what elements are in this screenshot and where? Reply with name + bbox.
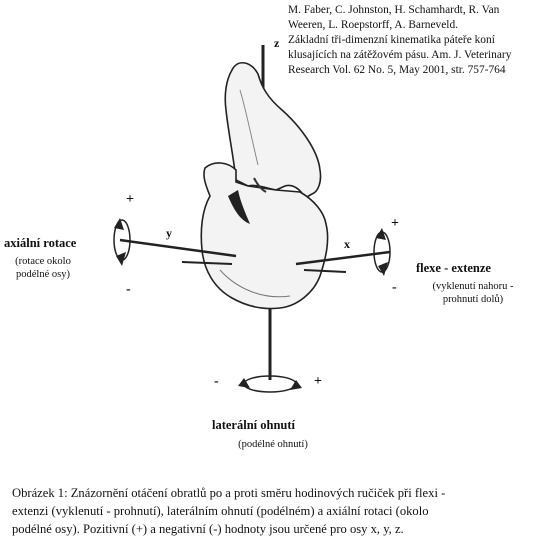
arrowhead-x-top — [376, 228, 386, 240]
axial-sub-line2: podélné osy) — [16, 269, 70, 280]
y-axis — [119, 238, 237, 258]
z-axis-label: z — [274, 36, 280, 50]
flex-sub-line2: prohnutí dolů) — [442, 294, 504, 305]
sign-plus-z: + — [314, 374, 322, 389]
sign-plus-y: + — [126, 192, 134, 207]
lateral-bending-title: laterální ohnutí — [212, 418, 295, 432]
citation-line-3: Základní tři-dimenzní kinematika páteře … — [288, 34, 495, 46]
citation: M. Faber, C. Johnston, H. Schamhardt, R.… — [288, 3, 546, 78]
body-shading — [219, 269, 291, 298]
citation-line-5: Research Vol. 62 No. 5, May 2001, str. 7… — [288, 64, 506, 76]
x-axis-label: x — [344, 237, 350, 251]
y-axis-shadow — [181, 261, 233, 265]
figure-caption: Obrázek 1: Znázornění otáčení obratlů po… — [12, 484, 542, 538]
caption-line-2: extenzi (vyklenutí - prohnutí), lateráln… — [12, 504, 429, 518]
flex-sub-line1: (vyklenutí nahoru - — [432, 281, 514, 292]
arrowhead-z-left — [238, 378, 250, 388]
axial-sub-line1: (rotace okolo — [15, 256, 71, 267]
flexion-extension-title: flexe - extenze — [416, 261, 491, 275]
vertebral-foramen — [228, 190, 250, 224]
citation-line-4: klusajících na zátěžovém pásu. Am. J. Ve… — [288, 49, 512, 61]
arrowhead-y-top — [114, 218, 124, 230]
arrowhead-y-bottom — [116, 252, 126, 266]
spinous-process — [224, 62, 322, 200]
x-axis-shadow — [303, 269, 347, 273]
arrowhead-x-bottom — [378, 262, 388, 276]
sign-plus-x: + — [391, 216, 399, 231]
facet-shading — [253, 177, 267, 193]
sign-minus-y: - — [126, 282, 131, 297]
caption-line-3: podélné osy). Pozitivní (+) a negativní … — [12, 522, 404, 536]
spinous-shading — [239, 89, 259, 166]
sign-minus-x: - — [392, 280, 397, 295]
axial-rotation-title: axiální rotace — [4, 236, 77, 250]
vertebra-diagram — [113, 45, 391, 393]
sign-minus-z: - — [214, 374, 219, 389]
y-axis-label: y — [166, 226, 172, 240]
citation-line-2: Weeren, L. Roepstorff, A. Barneveld. — [288, 19, 458, 31]
caption-line-1: Obrázek 1: Znázornění otáčení obratlů po… — [12, 486, 446, 500]
axial-rotation-subtitle: (rotace okolo podélné osy) — [6, 255, 80, 281]
lateral-bending-subtitle: (podélné ohnutí) — [238, 439, 308, 450]
arrowhead-z-right — [290, 380, 302, 390]
flexion-extension-subtitle: (vyklenutí nahoru - prohnutí dolů) — [418, 280, 528, 306]
citation-line-1: M. Faber, C. Johnston, H. Schamhardt, R.… — [288, 4, 500, 16]
